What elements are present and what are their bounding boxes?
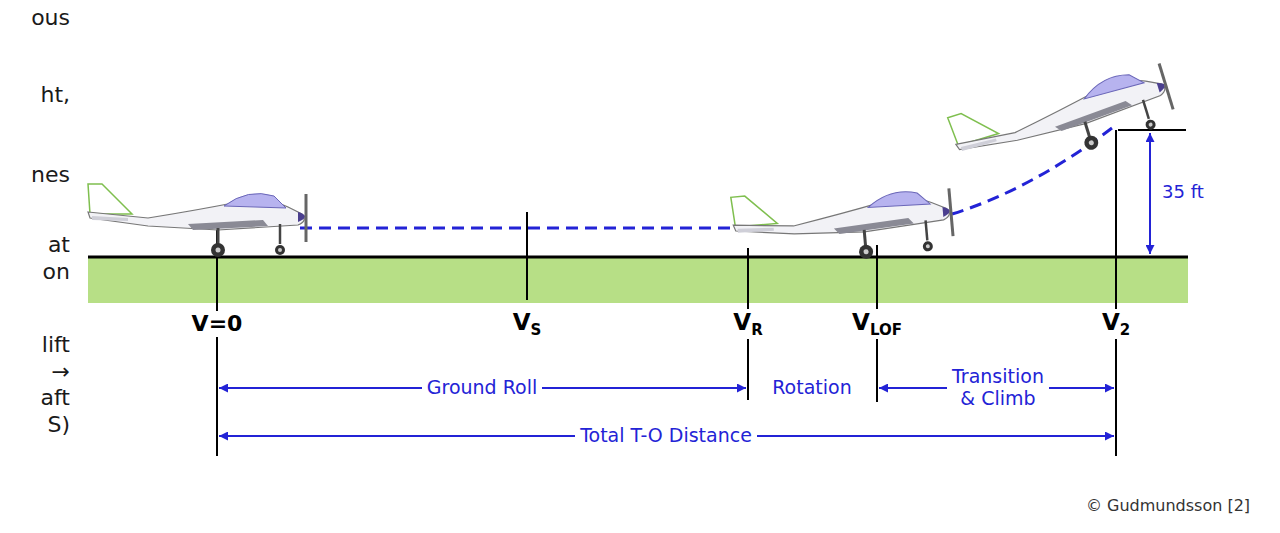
text-fragment: lift [42,332,70,357]
text-fragment: S) [47,412,70,437]
speed-label: VS [510,309,545,339]
text-fragment: at [48,232,70,257]
phase-label: Ground Roll [422,377,542,399]
speed-label: VLOF [849,309,905,339]
distance-label: Total T-O Distance [575,425,757,447]
speed-label: V2 [1099,309,1133,339]
text-fragment: ht, [40,82,70,107]
text-fragment: → [52,359,70,384]
copyright-note: © Gudmundsson [2] [1086,497,1250,515]
height-dimension: 35 ft [1160,182,1206,203]
text-fragment: nes [31,162,70,187]
text-fragment: aft [41,385,70,410]
text-fragment: on [43,259,70,284]
speed-label: VR [730,309,765,339]
phase-label: Transition & Climb [947,366,1049,410]
speed-label: V=0 [189,311,246,336]
text-fragment: ous [31,5,70,30]
phase-label: Rotation [767,377,856,399]
